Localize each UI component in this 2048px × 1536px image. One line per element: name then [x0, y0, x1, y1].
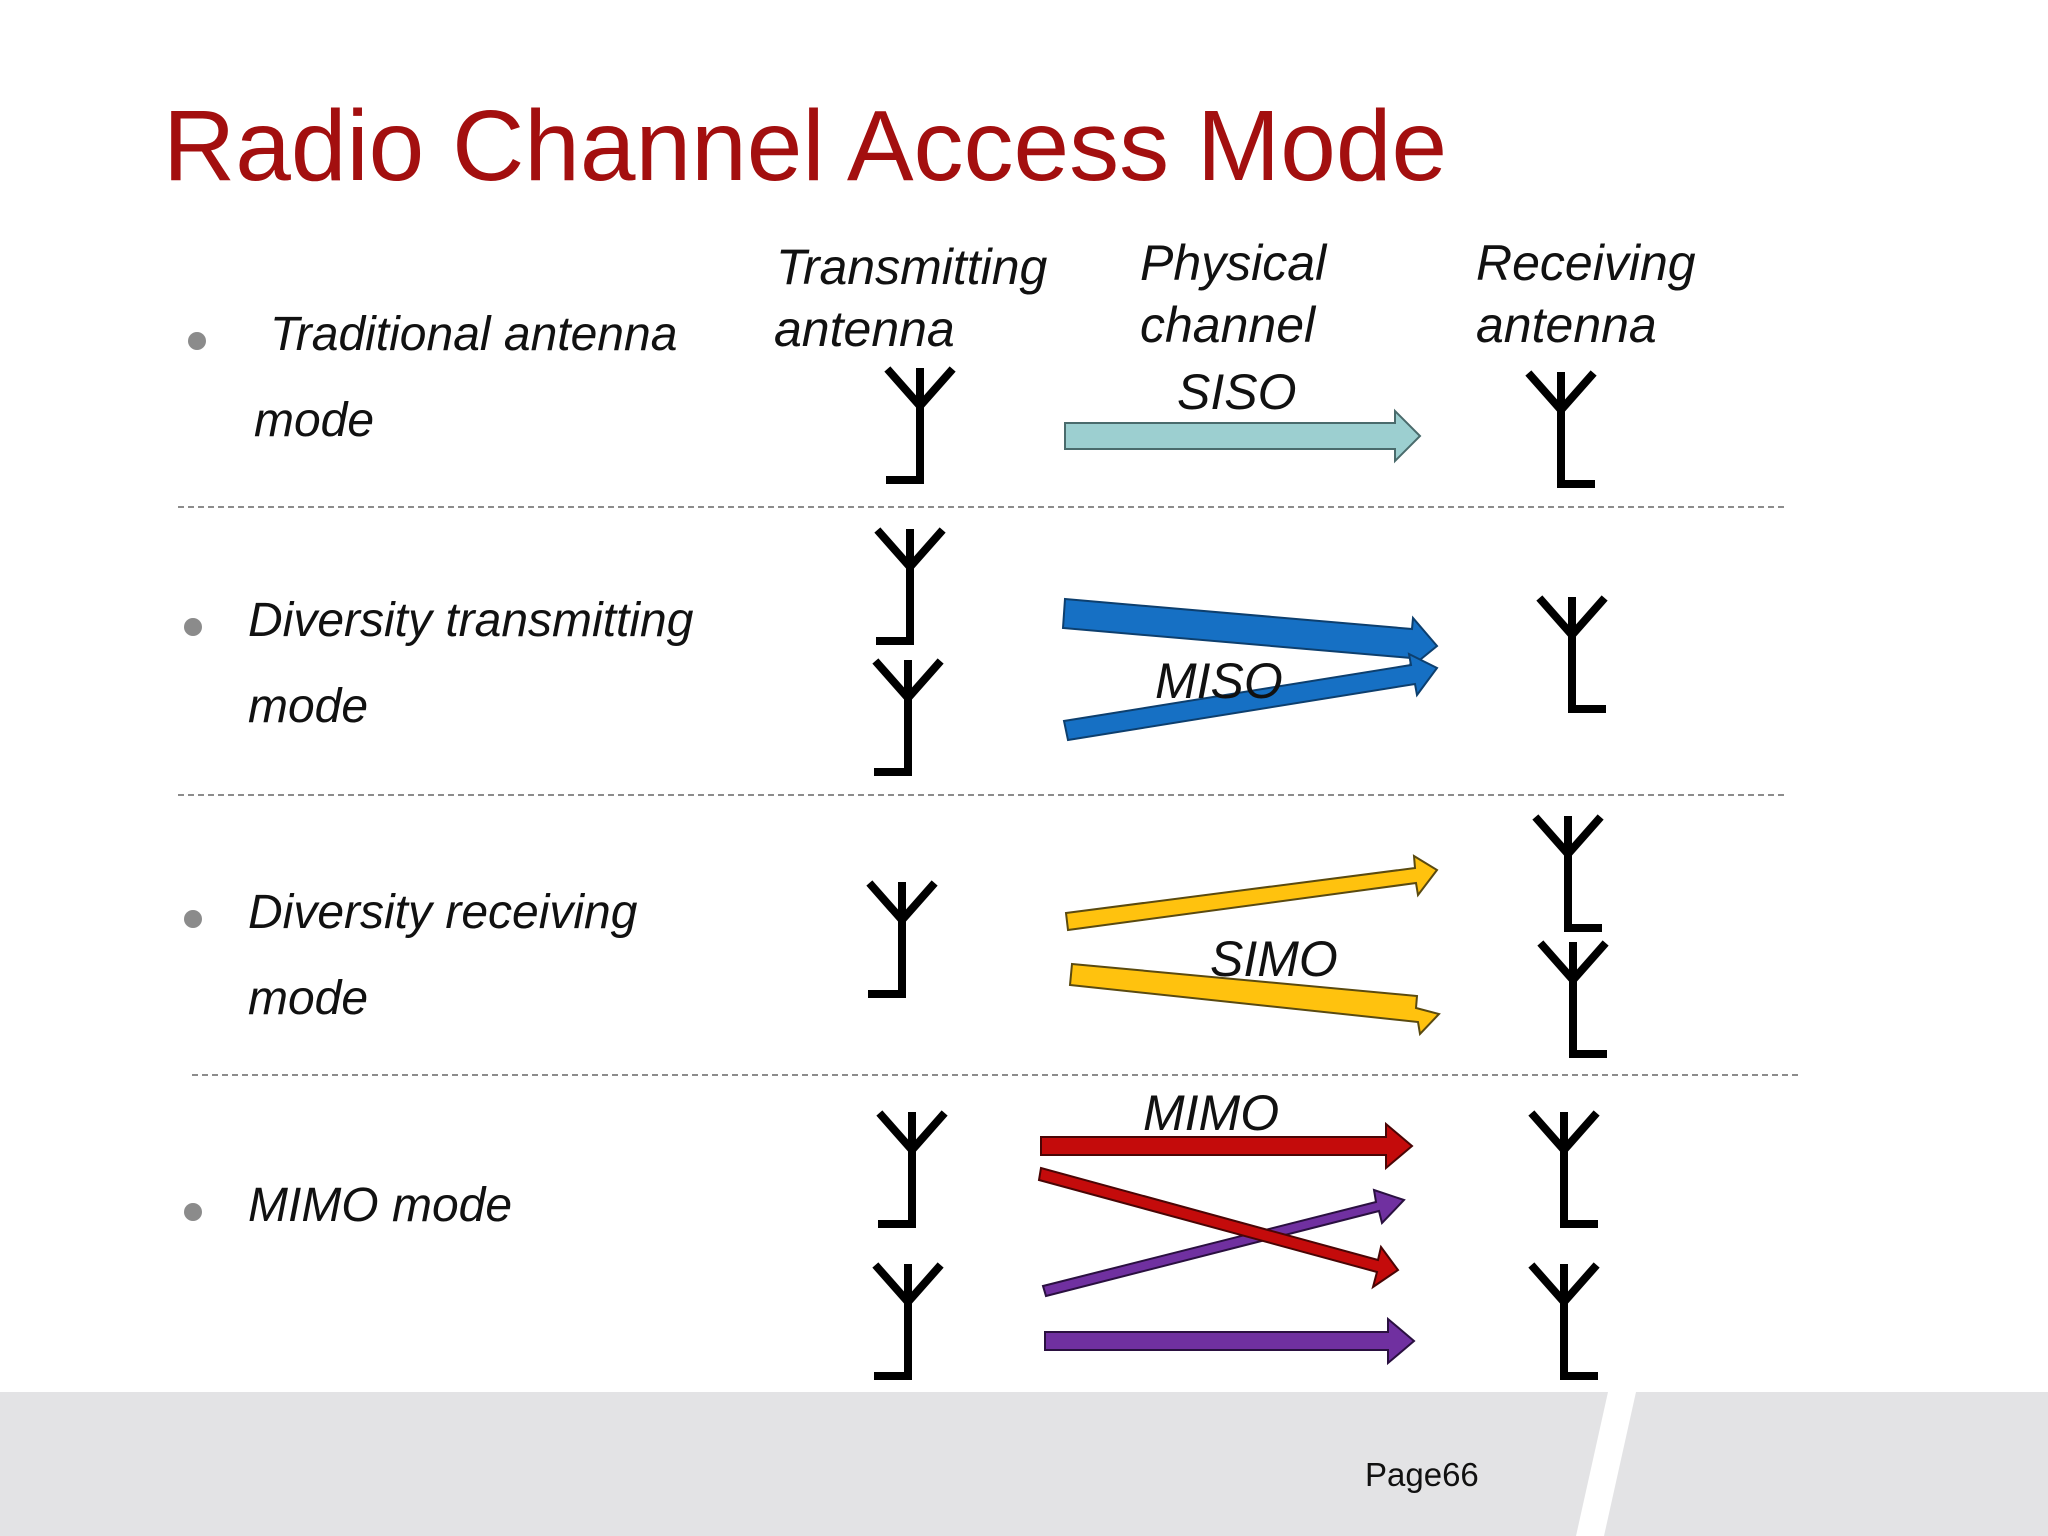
mimo-arrow-red-straight: [1040, 1121, 1414, 1171]
simo-arrow-upper: [1064, 854, 1439, 932]
mode-diversity-rx-line2: mode: [248, 972, 369, 1025]
header-physical-line1: Physical: [1140, 235, 1327, 291]
miso-arrow-lower: [1062, 652, 1439, 742]
simo-arrow-lower: [1068, 962, 1441, 1037]
bullet-icon: [188, 332, 206, 350]
mimo-label: MIMO: [1143, 1085, 1279, 1141]
mode-traditional-line1: Traditional antenna: [270, 308, 678, 361]
bullet-icon: [184, 1203, 202, 1221]
header-transmitting-line2: antenna: [774, 301, 955, 357]
miso-label: MISO: [1155, 653, 1283, 709]
mode-diversity-rx-line1: Diversity receiving: [248, 886, 638, 939]
bullet-icon: [184, 618, 202, 636]
bullet-icon: [184, 910, 202, 928]
simo-label: SIMO: [1210, 931, 1338, 987]
footer-band: [0, 1392, 2048, 1536]
mode-diversity-tx-line1: Diversity transmitting: [248, 594, 694, 647]
siso-label: SISO: [1177, 364, 1296, 420]
header-receiving-line2: antenna: [1476, 297, 1657, 353]
siso-arrow: [1064, 408, 1422, 464]
mimo-arrow-red-diagonal: [1037, 1166, 1400, 1290]
mode-traditional-line2: mode: [254, 394, 375, 447]
slide-title: Radio Channel Access Mode: [163, 90, 1448, 202]
mimo-arrow-purple-diagonal: [1041, 1188, 1406, 1298]
header-physical-line2: channel: [1140, 297, 1316, 353]
header-receiving-line1: Receiving: [1476, 235, 1696, 291]
mode-diversity-tx-line2: mode: [248, 680, 369, 733]
page-number: Page66: [1365, 1456, 1479, 1493]
header-transmitting-line1: Transmitting: [776, 239, 1048, 295]
footer-slash: [1576, 1392, 1636, 1536]
mode-mimo-line1: MIMO mode: [248, 1179, 513, 1232]
mimo-arrow-purple-straight: [1044, 1316, 1416, 1366]
miso-arrow-upper: [1061, 597, 1439, 671]
